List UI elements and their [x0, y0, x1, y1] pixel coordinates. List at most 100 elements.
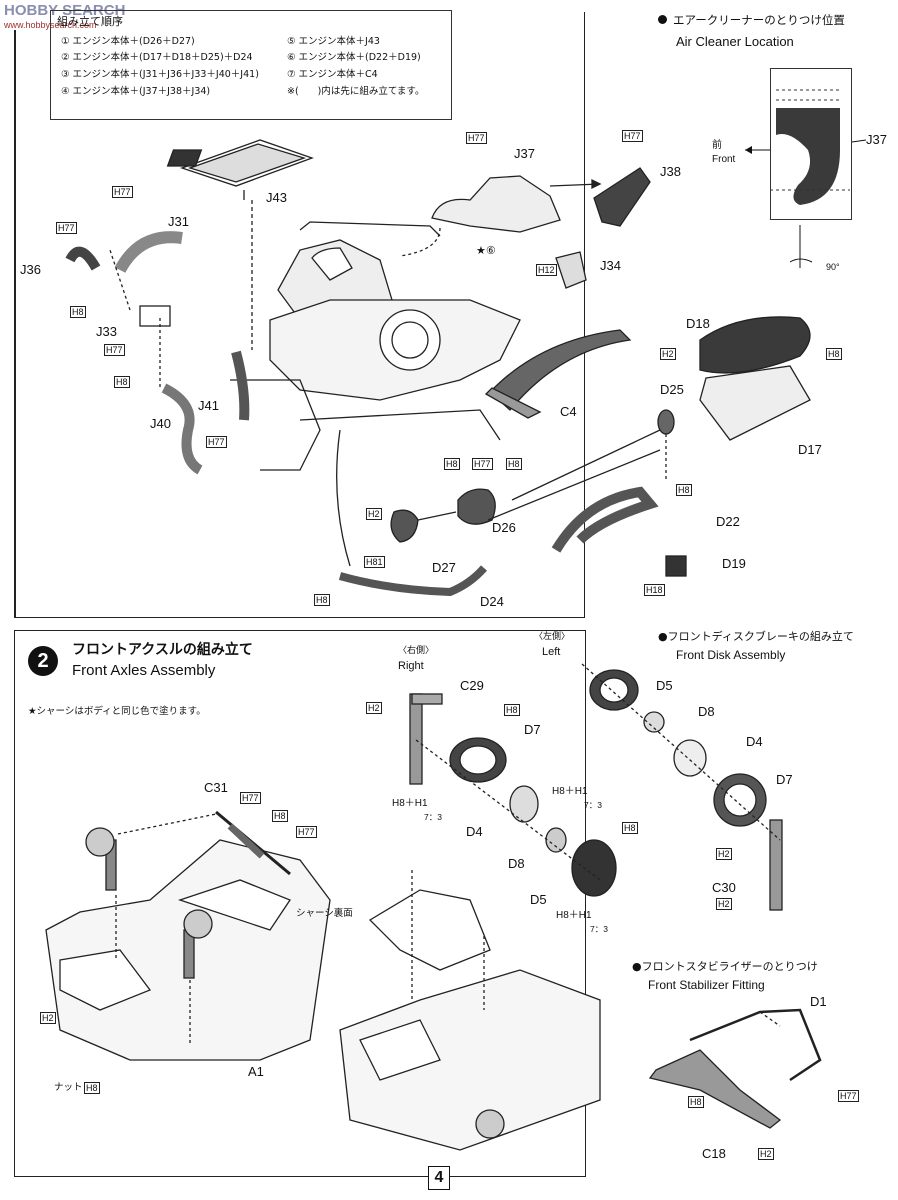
color-code: H2 [40, 1012, 56, 1025]
part-label-d22: D22 [716, 514, 740, 529]
inset-angle: 90° [826, 262, 840, 272]
page-number: 4 [428, 1166, 450, 1190]
color-code: H8 [272, 810, 288, 823]
part-label-j37: J37 [514, 146, 535, 161]
color-code: H8 [444, 458, 460, 471]
color-code: H77 [838, 1090, 859, 1103]
sequence-step: ⑦ エンジン本体＋C4 [287, 69, 378, 80]
color-code: H8 [114, 376, 130, 389]
mix-ratio-value: 7：3 [424, 812, 442, 822]
right-side-jp: 〈右側〉 [398, 646, 435, 656]
color-code: H77 [104, 344, 125, 357]
part-label-c29: C29 [460, 678, 484, 693]
air-cleaner-inset [770, 68, 852, 220]
disk-assembly-title-en: Front Disk Assembly [676, 648, 786, 662]
bullet-icon [658, 15, 667, 24]
part-label-d7: D7 [524, 722, 541, 737]
stabilizer-title-en: Front Stabilizer Fitting [648, 978, 765, 992]
mix-ratio: H8＋H1 [552, 786, 588, 797]
part-label-d4-left: D4 [746, 734, 763, 749]
part-label-j38: J38 [660, 164, 681, 179]
sequence-step: ③ エンジン本体＋(J31＋J36＋J33＋J40＋J41) [61, 69, 259, 80]
color-code: H8 [676, 484, 692, 497]
color-code: H8 [504, 704, 520, 717]
part-label-d5: D5 [530, 892, 547, 907]
part-label-j41: J41 [198, 398, 219, 413]
mix-ratio: H8＋H1 [556, 910, 592, 921]
mix-ratio: H8＋H1 [392, 798, 428, 809]
sequence-step: ② エンジン本体＋(D17＋D18＋D25)＋D24 [61, 52, 253, 63]
nut-label: ナット [54, 1082, 83, 1093]
part-label-j40: J40 [150, 416, 171, 431]
color-code: H2 [366, 702, 382, 715]
part-label-j34: J34 [600, 258, 621, 273]
color-code: H77 [240, 792, 261, 805]
color-code: H2 [660, 348, 676, 361]
mix-ratio-value: 7：3 [590, 924, 608, 934]
color-code: H81 [364, 556, 385, 569]
section2-title-en: Front Axles Assembly [72, 662, 216, 679]
color-code: H77 [112, 186, 133, 199]
part-label-d8-left: D8 [698, 704, 715, 719]
part-label-d25: D25 [660, 382, 684, 397]
color-code: H2 [758, 1148, 774, 1161]
disk-assembly-title-jp: ●フロントディスクブレーキの組み立て [658, 630, 854, 643]
color-code: H18 [644, 584, 665, 597]
mix-ratio-value: 7：3 [584, 800, 602, 810]
part-label-c31: C31 [204, 780, 228, 795]
part-label-d26: D26 [492, 520, 516, 535]
chassis-underside-label: シャーシ裏面 [296, 908, 353, 919]
part-label-c4: C4 [560, 404, 577, 419]
part-label-d27: D27 [432, 560, 456, 575]
color-code: H8 [826, 348, 842, 361]
inset-front-jp: 前 [712, 140, 722, 151]
part-label-j43: J43 [266, 190, 287, 205]
color-code: H8 [84, 1082, 100, 1095]
color-code: H2 [716, 898, 732, 911]
part-label-d1: D1 [810, 994, 827, 1009]
sequence-step: ⑥ エンジン本体＋(D22＋D19) [287, 52, 421, 63]
step-number-badge: 2 [28, 646, 58, 676]
section1-frame [14, 12, 585, 618]
right-side-en: Right [398, 660, 424, 672]
color-code: H8 [506, 458, 522, 471]
color-code: H77 [296, 826, 317, 839]
paint-note: ★シャーシはボディと同じ色で塗ります。 [28, 706, 206, 717]
inset-front-en: Front [712, 154, 736, 165]
part-label-d7-left: D7 [776, 772, 793, 787]
part-label-d24: D24 [480, 594, 504, 609]
color-code: H77 [466, 132, 487, 145]
part-label-d8: D8 [508, 856, 525, 871]
color-code: H2 [366, 508, 382, 521]
part-label-d17: D17 [798, 442, 822, 457]
color-code: H77 [472, 458, 493, 471]
color-code: H8 [314, 594, 330, 607]
color-code: H8 [622, 822, 638, 835]
part-label-d5-left: D5 [656, 678, 673, 693]
stabilizer-title-jp: ●フロントスタビライザーのとりつけ [632, 960, 818, 973]
part-label-c18: C18 [702, 1146, 726, 1161]
section2-title-jp: フロントアクスルの組み立て [72, 642, 253, 658]
sequence-step: ⑤ エンジン本体＋J43 [287, 36, 380, 47]
color-code: H8 [70, 306, 86, 319]
star-note: ★⑥ [476, 244, 496, 257]
part-label-d4: D4 [466, 824, 483, 839]
part-label-a1: A1 [248, 1064, 264, 1079]
air-cleaner-title-jp: エアークリーナーのとりつけ位置 [658, 13, 845, 28]
part-label-d19: D19 [722, 556, 746, 571]
sequence-note: ※( )内は先に組み立てます。 [287, 86, 425, 97]
color-code: H12 [536, 264, 557, 277]
color-code: H77 [622, 130, 643, 143]
color-code: H77 [206, 436, 227, 449]
section2-frame [14, 630, 586, 1177]
sequence-title: 組み立て順序 [57, 15, 123, 28]
inset-part-label: J37 [866, 132, 887, 147]
sequence-step: ① エンジン本体＋(D26＋D27) [61, 36, 195, 47]
part-label-j33: J33 [96, 324, 117, 339]
section1-left-border [14, 30, 16, 618]
color-code: H8 [688, 1096, 704, 1109]
assembly-sequence-box: 組み立て順序 ① エンジン本体＋(D26＋D27) ② エンジン本体＋(D17＋… [50, 10, 452, 120]
